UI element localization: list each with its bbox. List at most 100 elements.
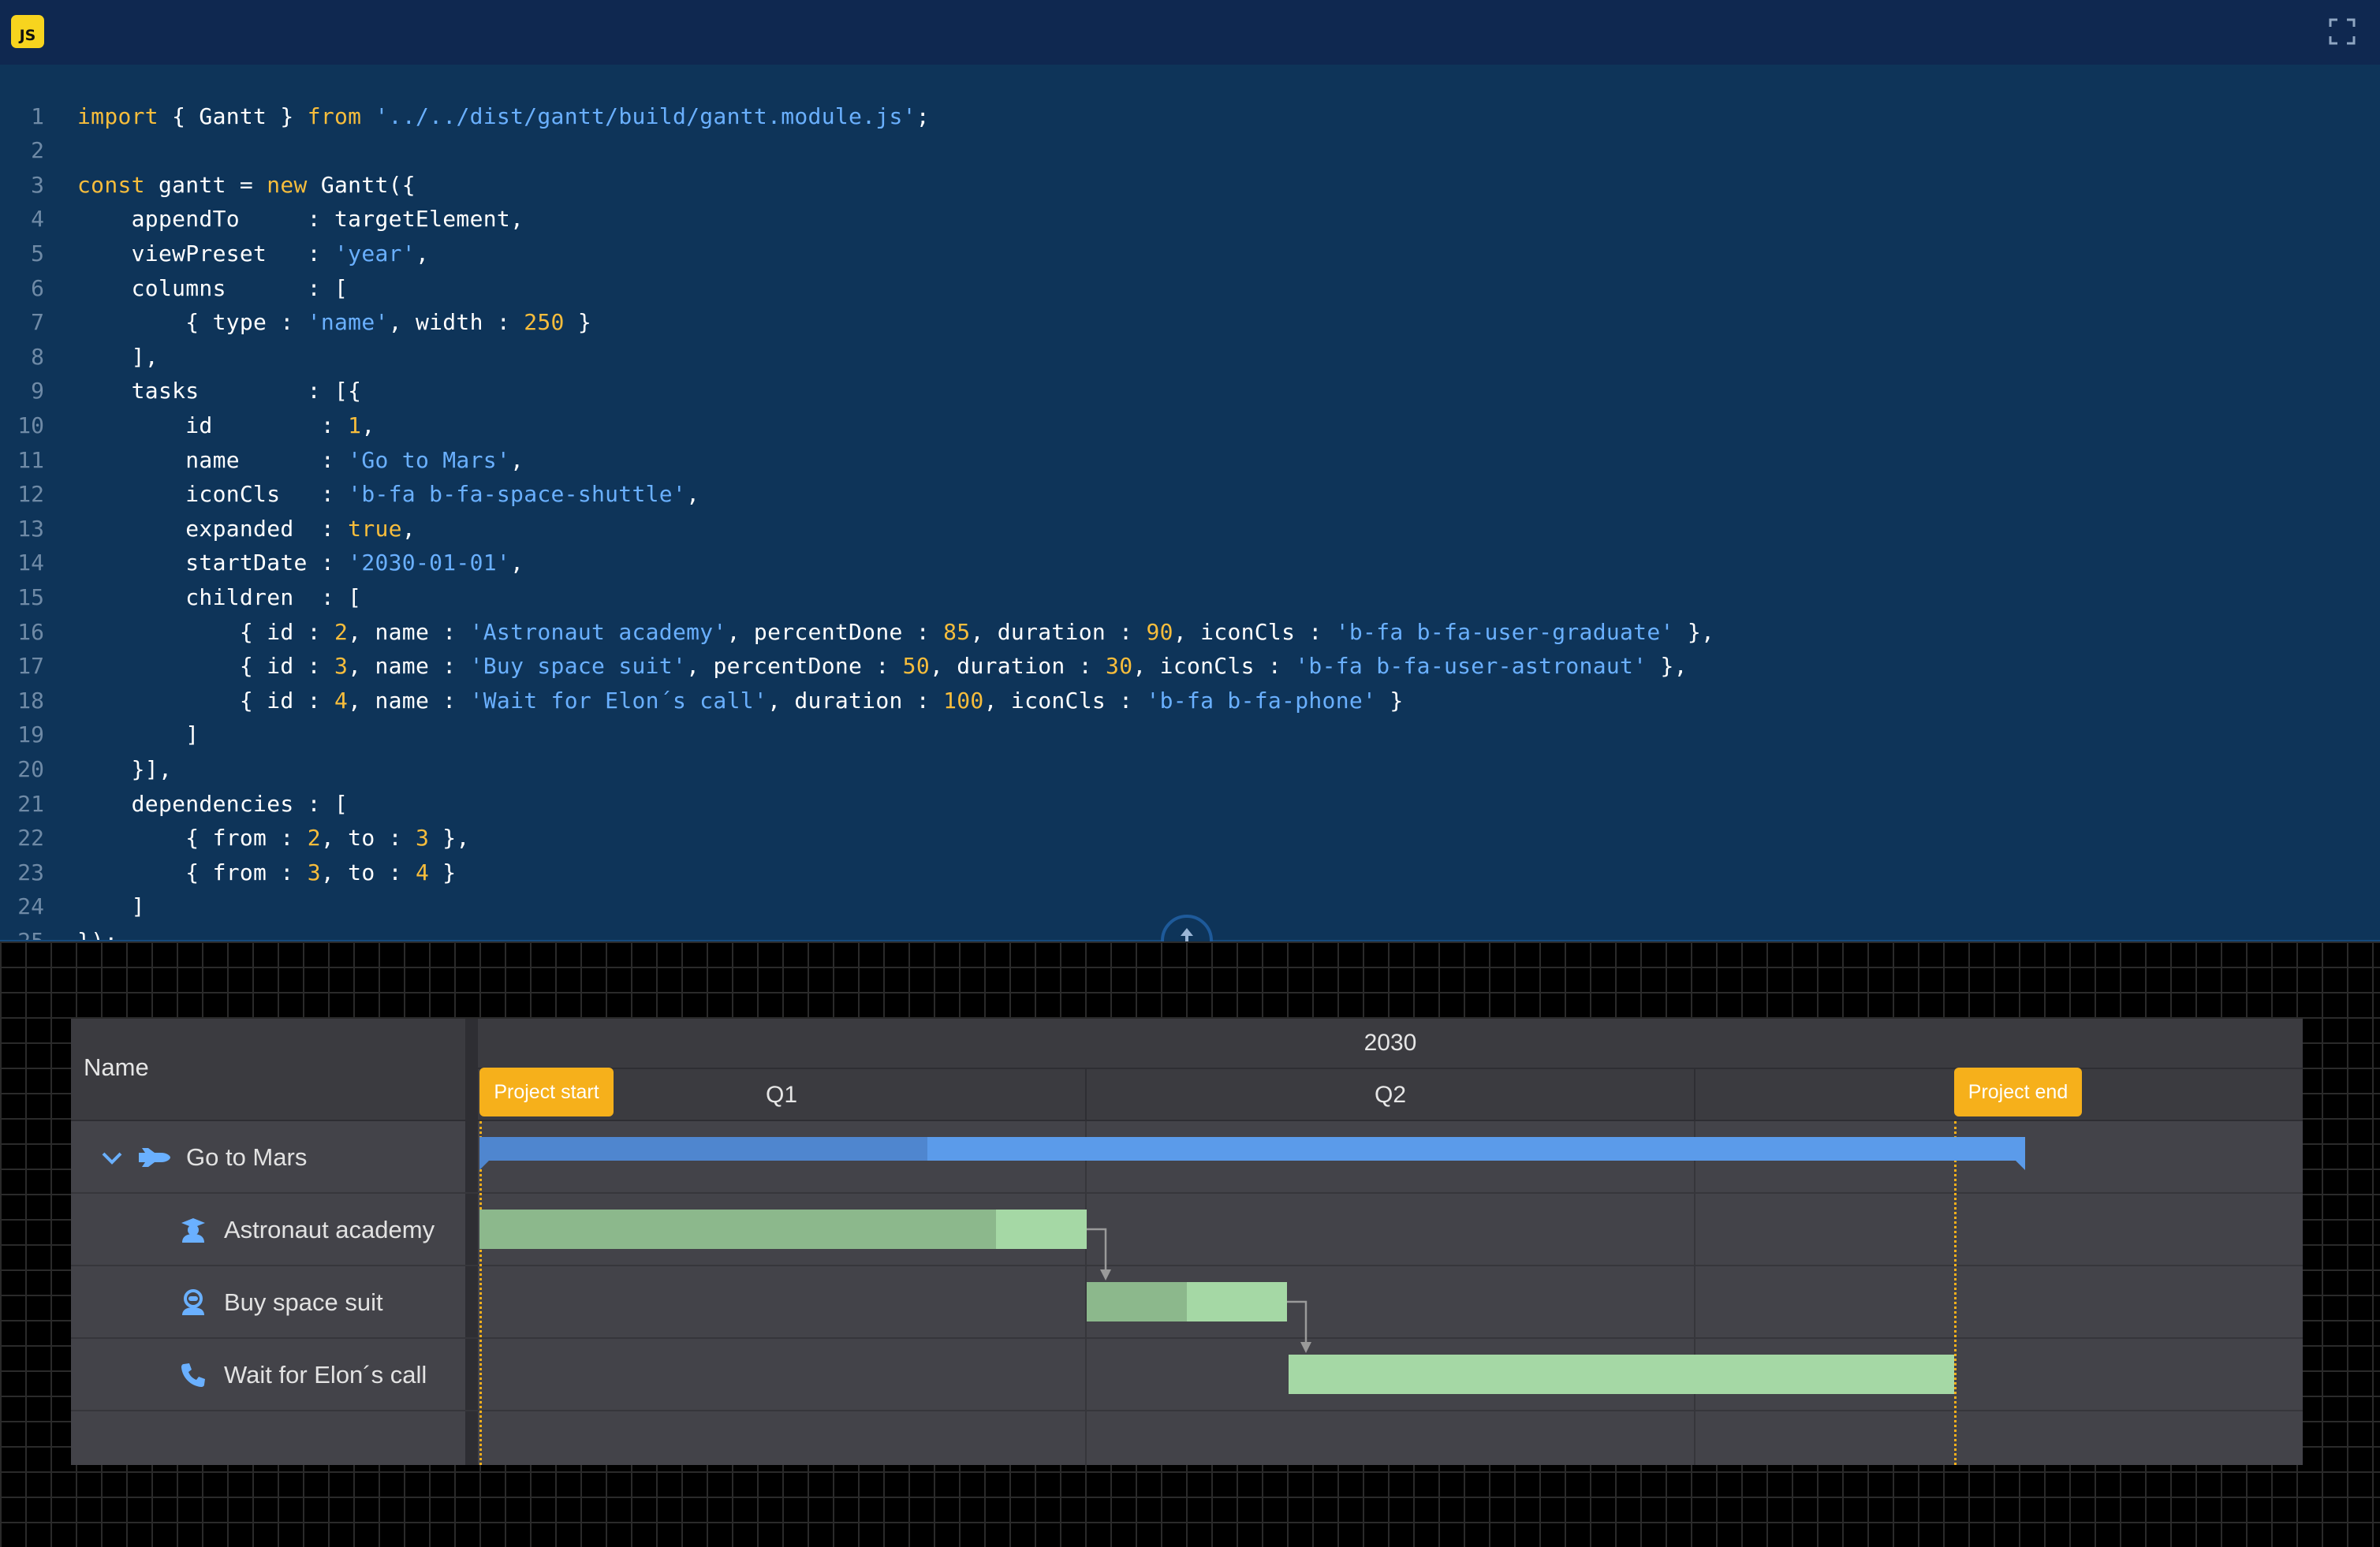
gantt-chart[interactable]: Name 2030 Q1 Q2 Go to Mars Astronau — [71, 1019, 2303, 1465]
task-name: Go to Mars — [186, 1143, 308, 1171]
line-number: 5 — [31, 240, 44, 267]
year-header: 2030 — [478, 1019, 2303, 1069]
line-number: 6 — [31, 274, 44, 301]
line-number: 18 — [17, 687, 44, 714]
gantt-splitter[interactable] — [465, 1019, 478, 1465]
line-number: 13 — [17, 515, 44, 542]
line-number: 20 — [17, 755, 44, 782]
code-line[interactable]: 5 viewPreset : 'year', — [0, 237, 2380, 270]
code-line[interactable]: 21 dependencies : [ — [0, 787, 2380, 820]
code-line[interactable]: 24 ] — [0, 890, 2380, 923]
chevron-down-icon[interactable] — [98, 1143, 126, 1172]
code-text: { from : 2, to : 3 }, — [77, 825, 470, 852]
code-line[interactable]: 13 expanded : true, — [0, 512, 2380, 545]
code-line[interactable]: 23 { from : 3, to : 4 } — [0, 856, 2380, 889]
top-bar: JS — [0, 0, 2380, 65]
task-row[interactable]: Go to Mars — [71, 1121, 2303, 1194]
task-bar-wait-for-elon[interactable] — [1289, 1355, 1954, 1394]
line-number: 4 — [31, 206, 44, 233]
code-text: appendTo : targetElement, — [77, 206, 524, 233]
empty-row — [71, 1411, 2303, 1465]
line-number: 12 — [17, 481, 44, 508]
line-number: 21 — [17, 790, 44, 817]
code-text: iconCls : 'b-fa b-fa-space-shuttle', — [77, 481, 700, 508]
line-number: 2 — [31, 137, 44, 164]
code-text: ] — [77, 893, 145, 920]
code-text: startDate : '2030-01-01', — [77, 550, 524, 576]
task-row[interactable]: Buy space suit — [71, 1266, 2303, 1339]
js-language-badge: JS — [11, 15, 44, 48]
code-line[interactable]: 17 { id : 3, name : 'Buy space suit', pe… — [0, 650, 2380, 683]
code-line[interactable]: 15 children : [ — [0, 580, 2380, 613]
task-bar-buy-space-suit[interactable] — [1087, 1282, 1287, 1321]
code-line[interactable]: 8 ], — [0, 340, 2380, 373]
parent-task-bar[interactable] — [479, 1137, 2025, 1170]
phone-icon — [181, 1363, 205, 1387]
code-line[interactable]: 14 startDate : '2030-01-01', — [0, 546, 2380, 580]
line-number: 8 — [31, 343, 44, 370]
task-row[interactable]: Astronaut academy — [71, 1194, 2303, 1266]
code-line[interactable]: 12 iconCls : 'b-fa b-fa-space-shuttle', — [0, 478, 2380, 511]
line-number: 15 — [17, 583, 44, 610]
code-line[interactable]: 20 }], — [0, 752, 2380, 785]
code-line[interactable]: 16 { id : 2, name : 'Astronaut academy',… — [0, 615, 2380, 648]
project-start-marker[interactable]: Project start — [479, 1068, 614, 1116]
code-line[interactable]: 10 id : 1, — [0, 408, 2380, 442]
code-line[interactable]: 7 { type : 'name', width : 250 } — [0, 306, 2380, 339]
code-line[interactable]: 3 const gantt = new Gantt({ — [0, 168, 2380, 201]
code-text: ], — [77, 343, 159, 370]
line-number: 19 — [17, 721, 44, 748]
code-text: id : 1, — [77, 412, 375, 438]
timeline-gridline — [1085, 1121, 1087, 1465]
line-number: 16 — [17, 618, 44, 645]
task-grid: Name — [71, 1019, 465, 1465]
code-line[interactable]: 6 columns : [ — [0, 271, 2380, 304]
code-text: viewPreset : 'year', — [77, 240, 430, 267]
code-text: { id : 2, name : 'Astronaut academy', pe… — [77, 618, 1715, 645]
line-number: 10 — [17, 412, 44, 438]
space-shuttle-icon — [139, 1148, 170, 1167]
task-bar-astronaut-academy[interactable] — [479, 1210, 1087, 1249]
code-text: const gantt = new Gantt({ — [77, 171, 416, 198]
task-cell: Wait for Elon´s call — [180, 1339, 427, 1411]
code-line[interactable]: 25}); — [0, 924, 2380, 941]
code-line[interactable]: 4 appendTo : targetElement, — [0, 203, 2380, 236]
line-number: 24 — [17, 893, 44, 920]
task-row[interactable]: Wait for Elon´s call — [71, 1339, 2303, 1411]
code-text: ] — [77, 721, 200, 748]
line-number: 17 — [17, 653, 44, 680]
parent-bar-cap-left — [479, 1161, 489, 1170]
project-end-marker[interactable]: Project end — [1954, 1068, 2082, 1116]
code-text: { id : 3, name : 'Buy space suit', perce… — [77, 653, 1688, 680]
line-number: 14 — [17, 550, 44, 576]
task-name: Buy space suit — [224, 1288, 383, 1316]
line-number: 11 — [17, 446, 44, 473]
line-number: 3 — [31, 171, 44, 198]
code-line[interactable]: 22 { from : 2, to : 3 }, — [0, 822, 2380, 855]
code-line[interactable]: 2 — [0, 134, 2380, 167]
code-text: children : [ — [77, 583, 362, 610]
code-text: tasks : [{ — [77, 378, 362, 404]
code-line[interactable]: 19 ] — [0, 718, 2380, 751]
code-line[interactable]: 18 { id : 4, name : 'Wait for Elon´s cal… — [0, 684, 2380, 717]
user-graduate-icon — [181, 1218, 205, 1243]
code-line[interactable]: 9 tasks : [{ — [0, 375, 2380, 408]
quarter-header-q2: Q2 — [1087, 1069, 1695, 1121]
code-text: { type : 'name', width : 250 } — [77, 309, 592, 336]
code-text: name : 'Go to Mars', — [77, 446, 524, 473]
task-cell: Go to Mars — [98, 1121, 307, 1194]
line-number: 23 — [17, 859, 44, 885]
code-text: dependencies : [ — [77, 790, 349, 817]
parent-bar-cap-right — [2016, 1161, 2025, 1170]
code-text: expanded : true, — [77, 515, 416, 542]
code-line[interactable]: 11 name : 'Go to Mars', — [0, 443, 2380, 476]
project-start-line — [479, 1121, 482, 1465]
task-progress — [1087, 1282, 1187, 1321]
timeline-gridline — [1694, 1121, 1695, 1465]
quarter-header-q1: Q1 — [478, 1069, 1087, 1121]
fullscreen-icon[interactable] — [2328, 17, 2356, 46]
line-number: 7 — [31, 309, 44, 336]
column-header-name[interactable]: Name — [84, 1053, 149, 1081]
